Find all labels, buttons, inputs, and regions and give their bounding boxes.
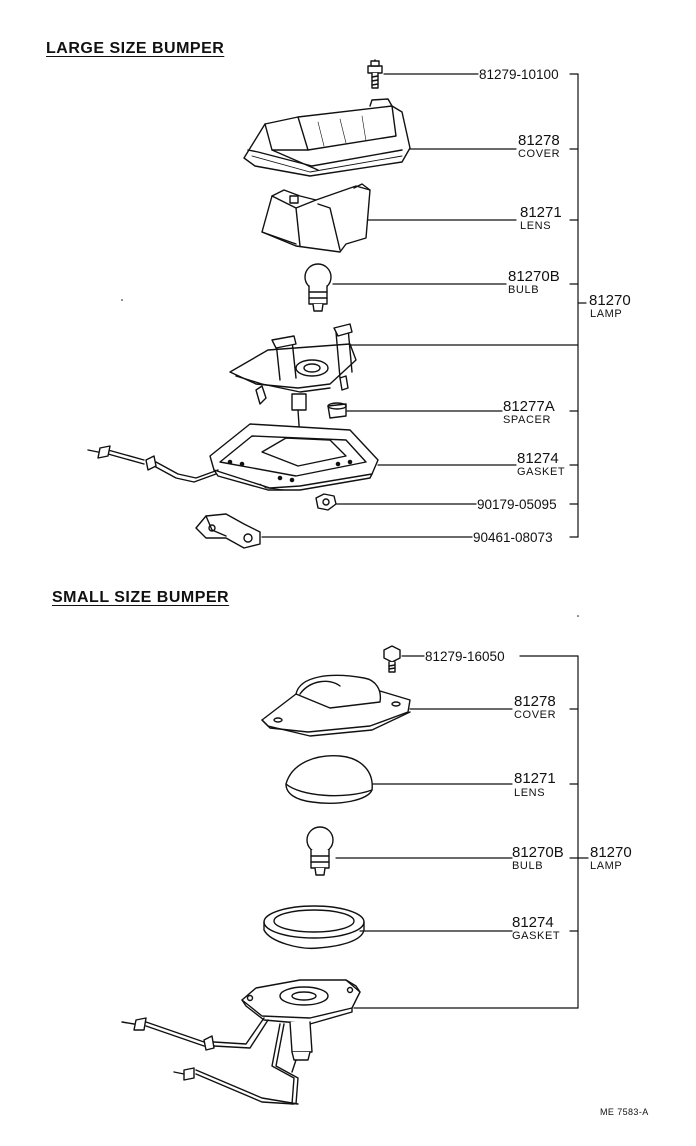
large-gasket-part-name: GASKET (517, 466, 566, 478)
large-spacer-drawing (328, 403, 346, 418)
large-cover-part-name: COVER (518, 148, 561, 160)
small-lens-part-name: LENS (514, 787, 546, 799)
large-lamp-part-name: LAMP (590, 308, 623, 320)
large-nut-part-number: 90179-05095 (477, 497, 557, 512)
small-screw-part-number: 81279-16050 (425, 649, 505, 664)
small-lamp-part-number: 81270 (590, 844, 632, 861)
large-clamp-drawing (196, 514, 260, 548)
small-bulb-drawing (307, 827, 333, 875)
small-bulb-part-number: 81270B (512, 844, 564, 861)
large-bulb-drawing (305, 264, 331, 311)
small-lamp-base-drawing (122, 980, 360, 1104)
small-cover-drawing (262, 675, 410, 736)
small-cover-part-name: COVER (514, 709, 557, 721)
large-spacer-part-name: SPACER (503, 414, 552, 426)
diagram-code: ME 7583-A (600, 1107, 649, 1117)
large-gasket-part-number: 81274 (517, 450, 559, 467)
large-cover-part-number: 81278 (518, 132, 560, 149)
large-lamp-part-number: 81270 (589, 292, 631, 309)
small-screw-drawing (384, 646, 400, 672)
small-gasket-part-name: GASKET (512, 930, 561, 942)
small-cover-part-number: 81278 (514, 693, 556, 710)
small-lens-drawing (286, 756, 372, 804)
large-cover-drawing (244, 99, 410, 176)
small-gasket-part-number: 81274 (512, 914, 554, 931)
large-bulb-part-number: 81270B (508, 268, 560, 285)
large-section-title: LARGE SIZE BUMPER (46, 40, 225, 57)
large-screw-drawing (368, 60, 382, 88)
small-lamp-part-name: LAMP (590, 860, 623, 872)
large-lens-part-number: 81271 (520, 204, 562, 221)
large-leader-lines (262, 74, 586, 537)
large-lens-drawing (262, 184, 370, 252)
small-lens-part-number: 81271 (514, 770, 556, 787)
scan-speck (577, 615, 579, 617)
scan-speck (121, 299, 123, 301)
large-bulb-part-name: BULB (508, 284, 540, 296)
large-gasket-drawing (88, 424, 378, 490)
large-screw-part-number: 81279-10100 (479, 67, 559, 82)
large-clamp-part-number: 90461-08073 (473, 530, 553, 545)
large-nut-drawing (316, 494, 336, 510)
small-bulb-part-name: BULB (512, 860, 544, 872)
large-lens-part-name: LENS (520, 220, 552, 232)
small-section-title: SMALL SIZE BUMPER (52, 589, 230, 606)
large-spacer-part-number: 81277A (503, 398, 555, 415)
small-leader-lines (336, 656, 588, 1008)
small-gasket-drawing (264, 906, 364, 948)
large-lamp-base-drawing (230, 324, 356, 440)
